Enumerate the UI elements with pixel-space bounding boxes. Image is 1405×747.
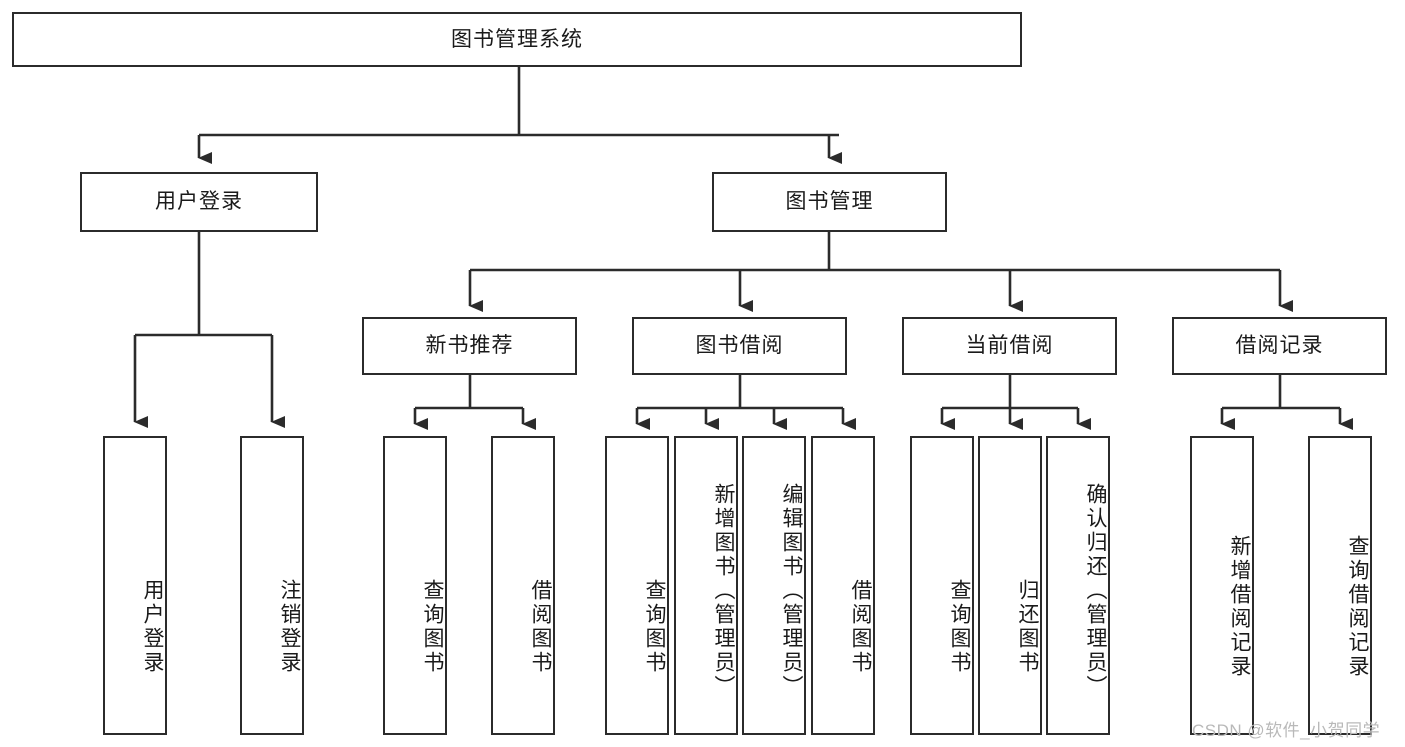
node-borrow-record[interactable]: 借阅记录 [1172, 317, 1387, 375]
leaf-new-book-query-book[interactable]: 查询图书 [383, 436, 447, 735]
leaf-current-confirm-return-admin[interactable]: 确认归还（管理员） [1046, 436, 1110, 735]
leaf-user-login-logout[interactable]: 注销登录 [240, 436, 304, 735]
node-book-management-label: 图书管理 [785, 190, 874, 214]
node-root[interactable]: 图书管理系统 [12, 12, 1022, 67]
leaf-label: 新增图书（管理员） [712, 482, 735, 699]
csdn-watermark: CSDN @软件_小贺同学 [1192, 721, 1381, 740]
node-root-label: 图书管理系统 [451, 27, 583, 51]
leaf-label: 查询借阅记录 [1346, 534, 1369, 679]
leaf-user-login-login[interactable]: 用户登录 [103, 436, 167, 735]
leaf-borrow-add-book-admin[interactable]: 新增图书（管理员） [674, 436, 738, 735]
node-user-login[interactable]: 用户登录 [80, 172, 318, 232]
leaf-record-query-record[interactable]: 查询借阅记录 [1308, 436, 1372, 735]
node-book-borrow-label: 图书借阅 [695, 334, 784, 358]
leaf-label: 借阅图书 [529, 578, 552, 675]
node-borrow-record-label: 借阅记录 [1235, 334, 1324, 358]
node-current-borrow-label: 当前借阅 [965, 334, 1054, 358]
node-user-login-label: 用户登录 [155, 190, 243, 214]
leaf-label: 确认归还（管理员） [1084, 482, 1107, 699]
leaf-new-book-borrow-book[interactable]: 借阅图书 [491, 436, 555, 735]
leaf-current-return-book[interactable]: 归还图书 [978, 436, 1042, 735]
leaf-current-query-book[interactable]: 查询图书 [910, 436, 974, 735]
leaf-label: 编辑图书（管理员） [780, 482, 803, 699]
leaf-borrow-edit-book-admin[interactable]: 编辑图书（管理员） [742, 436, 806, 735]
leaf-label: 归还图书 [1016, 578, 1039, 675]
node-book-management[interactable]: 图书管理 [712, 172, 947, 232]
leaf-label: 查询图书 [948, 578, 971, 675]
node-new-book-recommend-label: 新书推荐 [425, 334, 514, 358]
leaf-borrow-query-book[interactable]: 查询图书 [605, 436, 669, 735]
node-current-borrow[interactable]: 当前借阅 [902, 317, 1117, 375]
leaf-record-add-record[interactable]: 新增借阅记录 [1190, 436, 1254, 735]
leaf-label: 查询图书 [421, 578, 444, 675]
node-new-book-recommend[interactable]: 新书推荐 [362, 317, 577, 375]
node-book-borrow[interactable]: 图书借阅 [632, 317, 847, 375]
leaf-label: 借阅图书 [849, 578, 872, 675]
leaf-borrow-borrow-book[interactable]: 借阅图书 [811, 436, 875, 735]
leaf-label: 用户登录 [141, 578, 164, 675]
leaf-label: 查询图书 [643, 578, 666, 675]
leaf-label: 新增借阅记录 [1228, 534, 1251, 679]
leaf-label: 注销登录 [278, 578, 301, 675]
